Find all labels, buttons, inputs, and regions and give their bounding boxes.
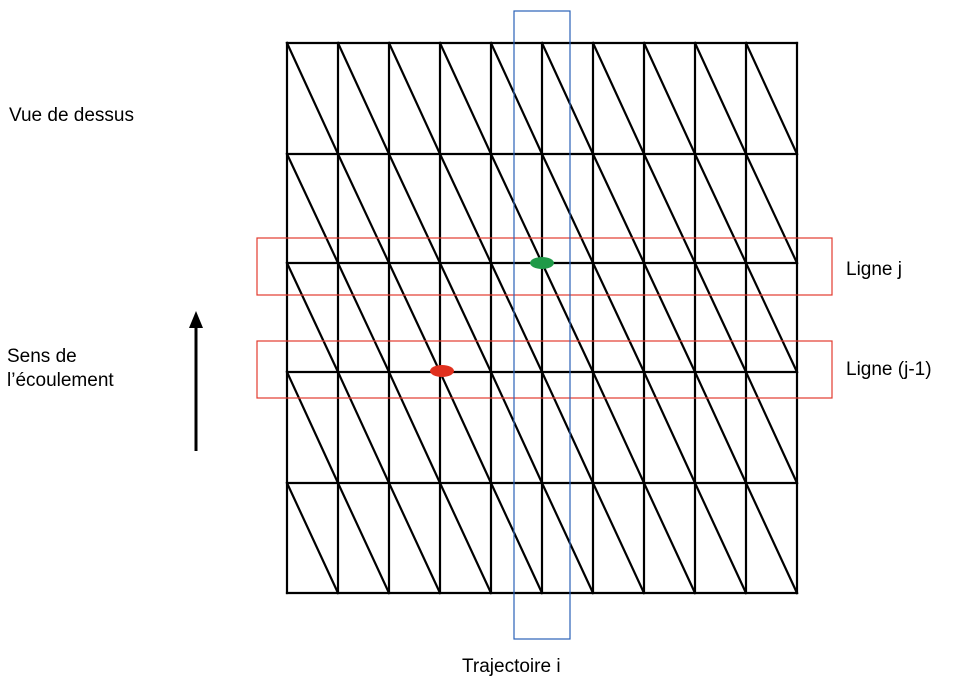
mesh-diagonal-line xyxy=(438,261,493,374)
mesh-diagonal-line xyxy=(336,370,391,485)
mesh-diagonal-line xyxy=(387,481,442,595)
view-label: Vue de dessus xyxy=(9,105,134,126)
mesh-diagonal-line xyxy=(540,261,595,374)
mesh-diagonal-line xyxy=(540,41,595,156)
mesh-diagonal-line xyxy=(591,370,646,485)
mesh-diagonal-line xyxy=(540,481,595,595)
row-j-minus-1-highlight xyxy=(256,340,833,399)
mesh-diagonal-line xyxy=(489,370,544,485)
mesh-diagonal-line xyxy=(591,261,646,374)
row-j-highlight xyxy=(256,237,833,296)
mesh-diagonal-line xyxy=(591,481,646,595)
mesh-diagonal-line xyxy=(693,41,748,156)
mesh-diagonal-line xyxy=(336,261,391,374)
mesh-diagonal-line xyxy=(489,41,544,156)
mesh-diagonal-line xyxy=(693,152,748,265)
flow-direction-arrow-icon xyxy=(189,311,203,451)
mesh-diagonal-line xyxy=(438,41,493,156)
triangular-mesh xyxy=(285,41,799,595)
mesh-diagonal-line xyxy=(591,152,646,265)
mesh-diagonal-line xyxy=(285,481,340,595)
flow-direction-label: Sens de l’écoulement xyxy=(7,345,114,393)
trajectory-i-highlight xyxy=(513,10,571,640)
mesh-diagonal-line xyxy=(489,261,544,374)
mesh-diagonal-line xyxy=(693,261,748,374)
mesh-diagonal-line xyxy=(285,41,340,156)
mesh-diagonal-line xyxy=(387,370,442,485)
mesh-diagonal-line xyxy=(438,152,493,265)
mesh-diagonal-line xyxy=(744,370,799,485)
mesh-diagonal-line xyxy=(642,152,697,265)
trajectory-label: Trajectoire i xyxy=(462,656,561,677)
mesh-diagonal-line xyxy=(744,481,799,595)
mesh-diagonal-line xyxy=(693,481,748,595)
mesh-diagonal-line xyxy=(591,41,646,156)
mesh-diagonal-line xyxy=(489,481,544,595)
mesh-diagonal-line xyxy=(540,152,595,265)
row-j-label: Ligne j xyxy=(846,259,902,280)
mesh-diagonal-line xyxy=(642,481,697,595)
mesh-diagonal-line xyxy=(438,481,493,595)
mesh-diagonal-line xyxy=(693,370,748,485)
row-j-point xyxy=(530,257,554,269)
mesh-diagonal-line xyxy=(336,41,391,156)
row-j-minus-1-label: Ligne (j-1) xyxy=(846,359,932,380)
mesh-diagonal-line xyxy=(744,152,799,265)
flow-label-line-1: Sens de xyxy=(7,346,77,367)
mesh-diagonal-line xyxy=(387,41,442,156)
mesh-diagonal-line xyxy=(744,41,799,156)
mesh-diagonal-line xyxy=(489,152,544,265)
mesh-diagonal-line xyxy=(642,261,697,374)
mesh-diagonal-line xyxy=(387,152,442,265)
mesh-diagonal-line xyxy=(336,481,391,595)
row-j-minus-1-point xyxy=(430,365,454,377)
mesh-diagonal-line xyxy=(336,152,391,265)
mesh-diagonal-line xyxy=(285,152,340,265)
flow-label-line-2: l’écoulement xyxy=(7,370,114,391)
mesh-diagonal-line xyxy=(387,261,442,374)
mesh-diagonal-line xyxy=(438,370,493,485)
mesh-diagonal-line xyxy=(540,370,595,485)
mesh-diagonal-line xyxy=(285,370,340,485)
mesh-diagonal-line xyxy=(744,261,799,374)
mesh-diagonal-line xyxy=(642,41,697,156)
mesh-diagonal-line xyxy=(642,370,697,485)
mesh-diagonal-line xyxy=(285,261,340,374)
